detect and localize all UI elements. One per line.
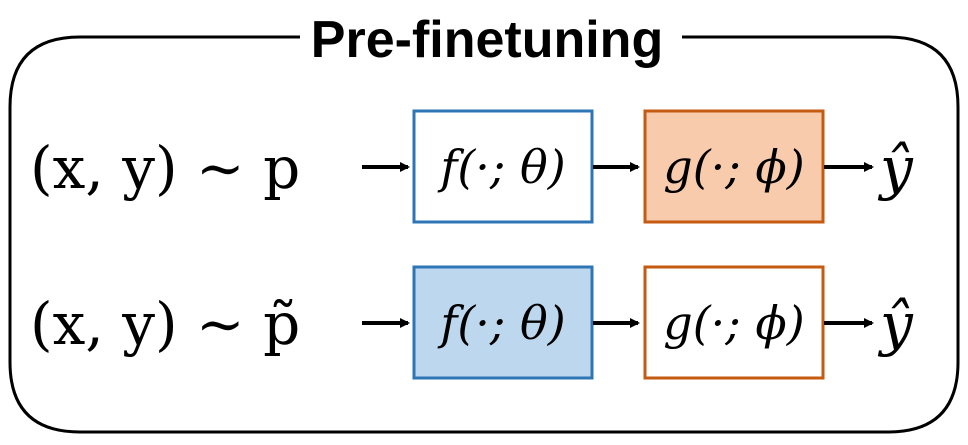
- row-1-encoder-box: [412, 109, 594, 224]
- row-1-encoder-label: f(·; θ): [437, 140, 565, 194]
- row-2-head-box: [643, 265, 825, 380]
- row-2-output: ŷ: [877, 290, 914, 358]
- row-1-head-label: g(·; ϕ): [663, 140, 804, 194]
- row-2-encoder-box: [412, 265, 594, 380]
- row-1-output: ŷ: [877, 134, 914, 202]
- row-1: (x, y) ∼ p f(·; θ) g(·; ϕ) ŷ: [30, 109, 914, 224]
- row-2-head-label: g(·; ϕ): [663, 296, 804, 350]
- row-2-input-distribution: (x, y) ∼ p̃: [30, 290, 300, 358]
- outer-frame: [8, 35, 960, 434]
- row-2: (x, y) ∼ p̃ f(·; θ) g(·; ϕ) ŷ: [30, 265, 914, 380]
- row-1-head-box: [643, 109, 825, 224]
- row-2-encoder-label: f(·; θ): [437, 296, 565, 350]
- diagram-title: Pre-finetuning: [311, 11, 663, 69]
- row-1-input-distribution: (x, y) ∼ p: [30, 134, 300, 202]
